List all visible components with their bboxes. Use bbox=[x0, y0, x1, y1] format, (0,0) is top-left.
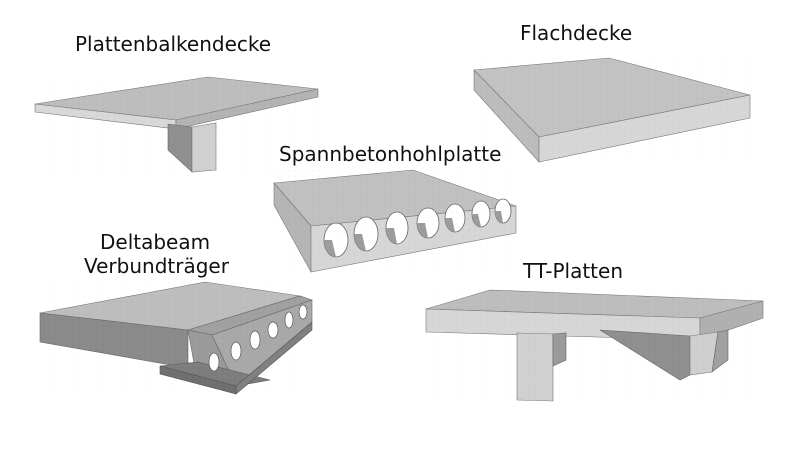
tt-platten-illustration bbox=[425, 289, 766, 402]
spannbetonhohlplatte-illustration bbox=[273, 169, 518, 274]
label-plattenbalkendecke: Plattenbalkendecke bbox=[75, 32, 272, 56]
deltabeam-illustration bbox=[39, 281, 313, 396]
label-tt-platten: TT-Platten bbox=[523, 259, 623, 283]
label-verbundtraeger: Verbundträger bbox=[84, 254, 229, 278]
plattenbalkendecke-illustration bbox=[34, 76, 320, 177]
label-flachdecke: Flachdecke bbox=[520, 21, 633, 45]
flachdecke-illustration bbox=[473, 57, 754, 164]
label-deltabeam: Deltabeam bbox=[100, 230, 211, 254]
